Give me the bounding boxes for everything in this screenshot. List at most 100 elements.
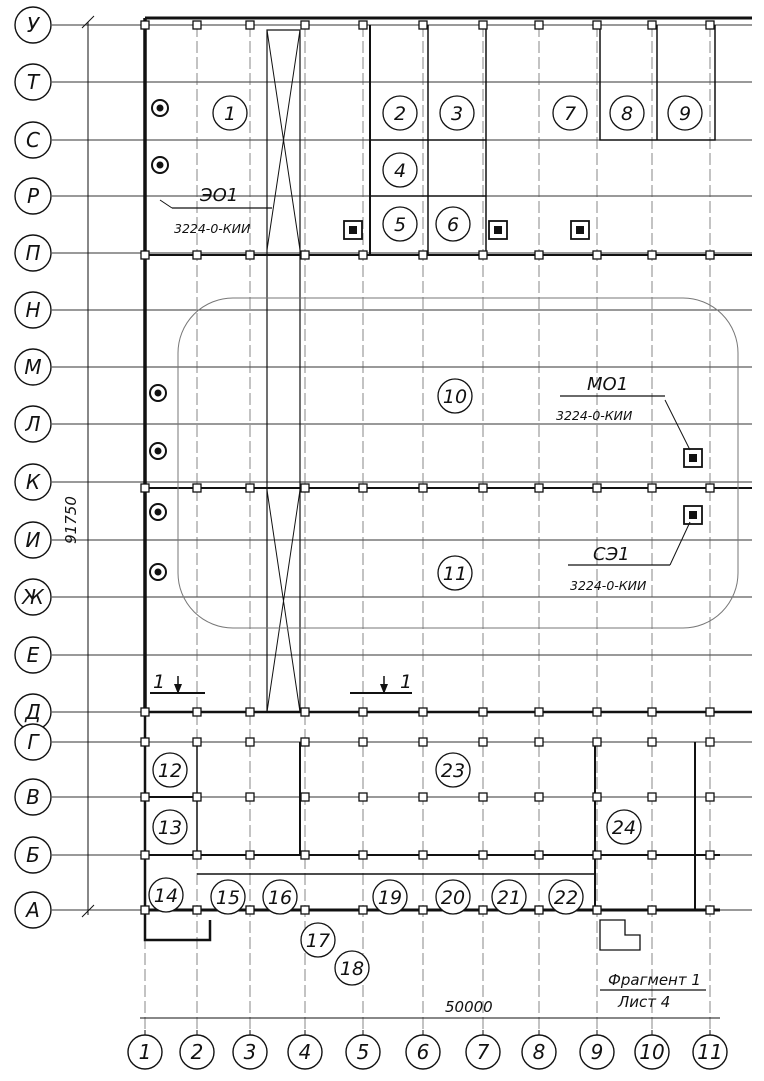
- row-axis-1: У: [14, 6, 52, 44]
- equipment-eo1-code: 3224-0-КИИ: [174, 221, 251, 236]
- column: [140, 850, 150, 860]
- column-axis-3: 3: [232, 1030, 268, 1070]
- room-label: 9: [679, 103, 691, 125]
- room-15: 15: [210, 879, 246, 915]
- column: [300, 850, 310, 860]
- column-axis-label: 7: [477, 1040, 490, 1064]
- column-axis-label: 5: [357, 1040, 370, 1064]
- room-4: 4: [382, 152, 418, 188]
- column: [647, 483, 657, 493]
- column: [245, 20, 255, 30]
- column-axis-label: 6: [417, 1040, 430, 1064]
- row-axis-label: Ж: [20, 585, 45, 609]
- column: [358, 792, 368, 802]
- room-label: 18: [340, 958, 364, 980]
- equipment-eo1: ЭО1 3224-0-КИИ: [159, 185, 272, 236]
- width-dimension-value: 50000: [445, 998, 493, 1016]
- room-20: 20: [435, 879, 471, 915]
- room-17: 17: [300, 922, 336, 958]
- room-10: 10: [437, 378, 473, 414]
- column-axis-6: 6: [405, 1030, 441, 1070]
- column: [418, 707, 428, 717]
- column: [478, 792, 488, 802]
- walls: [143, 16, 752, 942]
- row-axis-label: М: [24, 355, 41, 379]
- column: [192, 20, 202, 30]
- column: [358, 483, 368, 493]
- height-dimension: 91750: [62, 15, 95, 918]
- column: [647, 850, 657, 860]
- column-axis-label: 11: [697, 1040, 722, 1064]
- column: [358, 905, 368, 915]
- room-22: 22: [548, 879, 584, 915]
- room-11: 11: [437, 555, 473, 591]
- row-axis-12: Е: [14, 636, 52, 674]
- row-axis-9: К: [14, 463, 52, 501]
- equipment-se1: СЭ1 3224-0-КИИ: [568, 521, 691, 593]
- column: [140, 483, 150, 493]
- equipment-mo1: МО1 3224-0-КИИ: [556, 374, 691, 451]
- row-axis-8: Л: [14, 405, 52, 443]
- row-axis-15: В: [14, 778, 52, 816]
- column: [534, 483, 544, 493]
- column-axis-2: 2: [179, 1030, 215, 1070]
- column: [140, 792, 150, 802]
- section-mark-left: 1: [150, 671, 205, 694]
- column: [245, 250, 255, 260]
- room-label: 7: [564, 103, 576, 125]
- column-axis-label: 2: [191, 1040, 204, 1064]
- column: [478, 250, 488, 260]
- column-axis-10: 10: [634, 1030, 670, 1070]
- section-mark-left-label: 1: [153, 671, 165, 693]
- row-axis-7: М: [14, 348, 52, 386]
- column-axis-5: 5: [345, 1030, 381, 1070]
- section-mark-right-label: 1: [400, 671, 412, 693]
- column-axis-label: 4: [299, 1040, 312, 1064]
- row-axis-4: Р: [14, 177, 52, 215]
- row-axis-11: Ж: [14, 578, 52, 616]
- width-dimension: 50000: [140, 998, 720, 1019]
- column: [647, 905, 657, 915]
- outlet-symbol: [149, 503, 167, 521]
- room-label: 13: [158, 817, 182, 839]
- equipment-box-symbol: [683, 505, 703, 525]
- fragment-note-line1: Фрагмент 1: [608, 971, 701, 989]
- column: [534, 850, 544, 860]
- height-dimension-value: 91750: [62, 496, 80, 544]
- row-axis-10: И: [14, 521, 52, 559]
- section-mark-right: 1: [350, 671, 412, 694]
- column: [140, 20, 150, 30]
- row-axis-3: С: [14, 121, 52, 159]
- room-label: 16: [268, 887, 292, 909]
- column: [592, 792, 602, 802]
- column-axis-8: 8: [521, 1030, 557, 1070]
- column: [478, 20, 488, 30]
- column: [478, 850, 488, 860]
- column: [705, 707, 715, 717]
- column: [245, 483, 255, 493]
- column: [418, 850, 428, 860]
- column: [140, 250, 150, 260]
- room-label: 3: [451, 103, 463, 125]
- row-axis-16: Б: [14, 836, 52, 874]
- column: [140, 707, 150, 717]
- column: [647, 707, 657, 717]
- equipment-se1-code: 3224-0-КИИ: [570, 578, 647, 593]
- row-axis-5: П: [14, 234, 52, 272]
- equipment-box-symbol: [488, 220, 508, 240]
- column: [592, 250, 602, 260]
- equipment-eo1-name: ЭО1: [199, 185, 238, 206]
- room-2: 2: [382, 95, 418, 131]
- room-6: 6: [435, 206, 471, 242]
- column: [300, 707, 310, 717]
- room-label: 17: [306, 930, 330, 952]
- column: [592, 483, 602, 493]
- fragment-note: Фрагмент 1 Лист 4: [599, 919, 706, 1011]
- column: [534, 20, 544, 30]
- column: [358, 250, 368, 260]
- column: [418, 737, 428, 747]
- row-axis-label: Р: [27, 184, 40, 208]
- column: [534, 905, 544, 915]
- column-axis-1: 1: [127, 1030, 163, 1070]
- column-axis-label: 3: [244, 1040, 257, 1064]
